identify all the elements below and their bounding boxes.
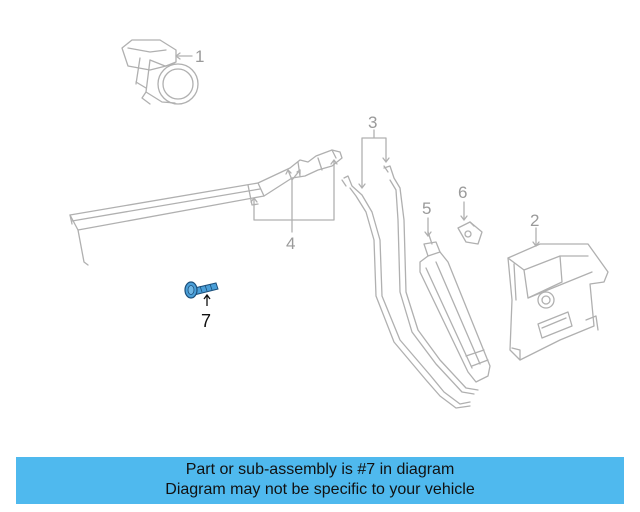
callout-5: 5 — [422, 199, 431, 218]
part-4-arm — [69, 149, 343, 266]
part-3-hoses — [341, 165, 479, 409]
banner-line-disclaimer: Diagram may not be specific to your vehi… — [165, 481, 475, 498]
leader-lines — [175, 52, 540, 247]
callout-7: 7 — [201, 311, 211, 331]
callout-6: 6 — [458, 183, 467, 202]
callout-4: 4 — [286, 234, 295, 253]
leader-7 — [203, 293, 211, 306]
part-1-sensor — [121, 39, 199, 105]
callout-1: 1 — [195, 47, 204, 66]
info-banner: Part or sub-assembly is #7 in diagram Di… — [16, 457, 624, 504]
part-5-strut — [419, 231, 491, 383]
part-7-bolt[interactable] — [184, 281, 219, 299]
part-2-housing — [507, 243, 609, 361]
callout-2: 2 — [530, 211, 539, 230]
banner-line-part: Part or sub-assembly is #7 in diagram — [185, 461, 455, 478]
part-6-bracket — [457, 221, 483, 245]
parts-diagram: 1 2 3 4 5 6 7 — [69, 39, 609, 409]
callout-3: 3 — [368, 113, 377, 132]
